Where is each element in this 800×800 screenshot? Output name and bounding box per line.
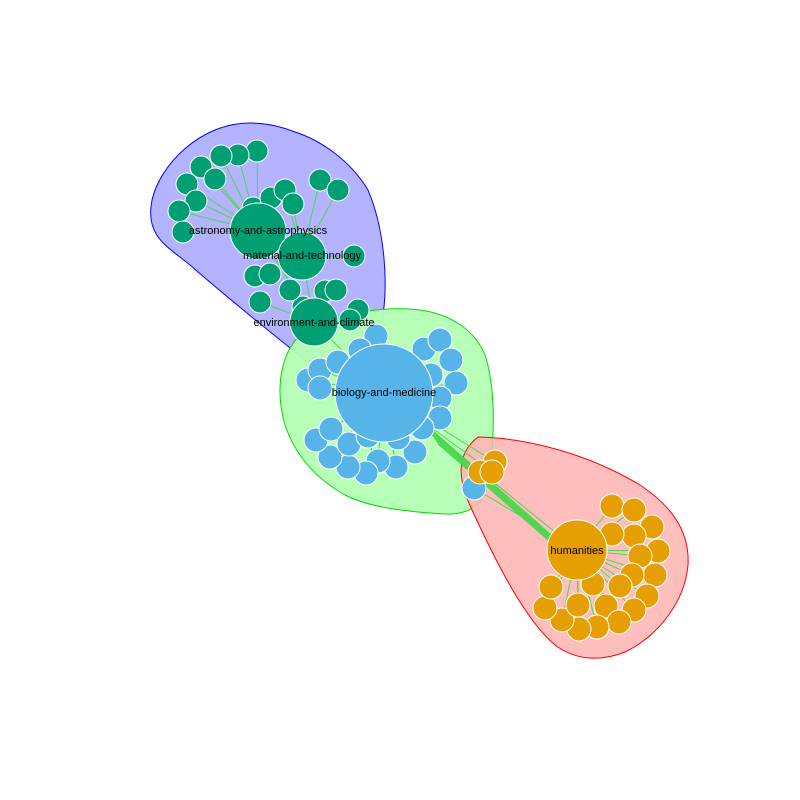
node-leaf [307,375,333,401]
node-leaf [203,167,227,191]
node-leaf [245,139,269,163]
node-leaf [308,168,332,192]
node-leaf [549,607,575,633]
node-leaf [281,192,305,216]
node-leaf [278,278,302,302]
node-leaf [209,144,233,168]
label-environment: environment-and-climate [253,317,374,329]
node-leaf [565,592,591,618]
node-leaf [599,493,625,519]
node-leaf [438,347,464,373]
edge [433,437,563,551]
node-leaf [479,459,505,485]
node-leaf [532,595,558,621]
node-leaf [324,278,348,302]
node-leaf [248,290,272,314]
node-leaf [167,199,191,223]
node-hub-material [277,231,327,281]
node-leaf [443,370,469,396]
edge [427,428,560,545]
label-material: material-and-technology [243,250,362,262]
node-leaf [342,244,366,268]
node-leaf [171,220,195,244]
node-leaf [642,562,668,588]
node-leaf [607,573,633,599]
node-hub-biology [334,343,434,443]
label-biology: biology-and-medicine [332,387,437,399]
node-leaf [326,178,350,202]
node-leaf [621,497,647,523]
edge [431,434,562,549]
edge [437,443,565,555]
node-leaf [184,189,208,213]
node-leaf [338,308,362,332]
node-leaf [427,327,453,353]
node-leaf [606,609,632,635]
node-hub-humanities [546,519,608,581]
node-hub-astronomy [229,202,287,260]
node-leaf [317,444,343,470]
node-leaf [402,439,428,465]
hub-labels: astronomy-and-astrophysics material-and-… [189,225,604,557]
node-leaf [538,574,564,600]
nodes [167,139,671,642]
node-leaf [318,416,344,442]
node-hub-environment [289,297,339,347]
label-astronomy: astronomy-and-astrophysics [189,225,328,237]
label-humanities: humanities [550,545,604,557]
edge [435,440,564,553]
node-leaf [258,262,282,286]
